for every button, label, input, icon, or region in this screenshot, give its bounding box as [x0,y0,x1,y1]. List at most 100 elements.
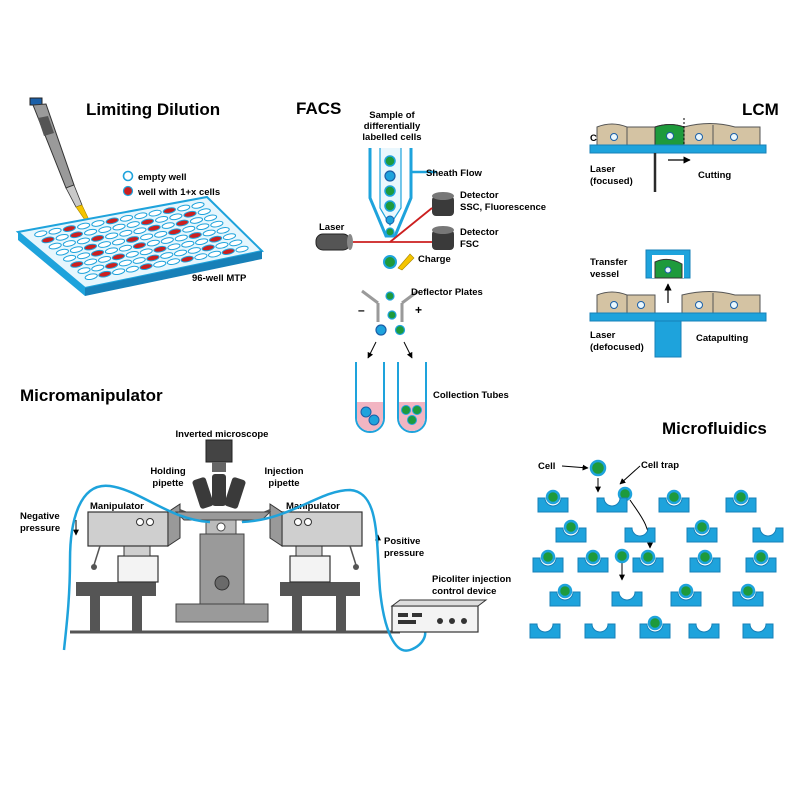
well-with-cells [208,235,223,243]
empty-well [69,246,84,253]
cell-trap-icon [532,557,564,573]
empty-well [194,253,208,260]
cell-label: Cell [538,461,555,472]
empty-well [76,252,91,260]
charge-bolt-icon [397,253,415,271]
collection-tubes-label: Collection Tubes [433,390,509,401]
sample-label-line3: labelled cells [362,132,421,143]
plate-label: 96-well MTP [192,273,247,284]
facs-laser-label: Laser [319,222,345,233]
cell-trap-icon [742,623,774,639]
cell-trap-icon [584,623,616,639]
empty-well [84,228,98,236]
holding-line1: Holding [150,466,186,477]
empty-well [112,268,126,276]
trapped-cell [666,489,682,505]
empty-well [189,217,204,224]
detector-ssc-icon [432,192,454,216]
empty-well [63,254,77,262]
empty-well [140,233,154,241]
trapped-cell [647,615,663,631]
empty-well [182,225,196,233]
lcm-title: LCM [742,100,779,119]
empty-well [216,227,230,234]
microfluidics-panel: Microfluidics Cell Cell trap [529,419,784,639]
well-with-cells [111,253,126,261]
multiwell-plate-icon [15,195,265,296]
empty-well [196,223,210,231]
empty-well [191,202,205,209]
cell-trap-icon [632,557,664,573]
charge-label: Charge [418,254,451,265]
micromanipulator-title: Micromanipulator [20,386,163,405]
trapped-cell [563,519,579,535]
cell-trap-icon [725,497,757,513]
empty-well [104,247,119,255]
detector2-line1: Detector [460,227,499,238]
cell-trap-label: Cell trap [641,460,679,471]
empty-well [187,247,201,254]
well-with-cells [69,231,83,239]
empty-well [146,239,160,247]
empty-well [125,265,139,273]
empty-well [77,222,91,230]
empty-well [91,220,105,227]
lcm-panel: LCM Cells Laser (focused) Cutting Transf… [589,100,779,358]
empty-well [181,240,195,248]
well-with-cells [132,242,146,249]
empty-well [55,248,69,256]
legend-well-with-cells: well with 1+x cells [137,187,220,198]
detector-fsc-icon [432,226,454,250]
sample-label-line2: differentially [364,121,421,132]
cell-trap-icon [555,527,587,543]
cell-trap-icon [689,557,721,573]
empty-well [48,227,62,235]
trapped-cell [694,519,710,535]
empty-well [77,267,91,274]
laser-icon [315,233,353,251]
limiting-dilution-title: Limiting Dilution [86,100,220,119]
positive-line1: Positive [384,536,420,547]
cell-trap-array [529,489,784,639]
well-with-cells [83,243,98,251]
sample-label-line1: Sample of [369,110,415,121]
legend-empty-well: empty well [138,172,187,183]
trapped-cell [740,583,756,599]
well-with-cells [62,225,76,232]
detector1-line1: Detector [460,190,499,201]
manipulator-right-label: Manipulator [286,501,340,512]
well-with-cells [183,210,197,218]
cell-trap-icon [670,591,702,607]
empty-well [166,258,181,266]
trapped-cell [545,489,561,505]
empty-well [98,226,112,233]
cell-trap-icon [611,591,643,607]
injection-line1: Injection [264,466,303,477]
manipulator-icon [87,503,211,583]
cell-trap-icon [549,591,581,607]
empty-well [111,238,126,246]
empty-well [132,257,146,264]
cell-trap-icon [752,527,784,543]
cutting-label: Cutting [698,170,731,181]
plus-sign: + [415,303,422,317]
trapped-cell [678,583,694,599]
well-with-cells [147,224,161,232]
detector2-line2: FSC [460,239,479,250]
trapped-cell [557,583,573,599]
cell-trap-icon [658,497,690,513]
well-with-cells [168,228,182,236]
empty-well [173,249,188,257]
manipulator-left-label: Manipulator [90,501,144,512]
empty-well [97,241,112,248]
well-with-cells [98,270,112,278]
deflector-plates-label: Deflector Plates [411,287,483,298]
empty-well [215,242,229,249]
cell-trap-icon [529,623,561,639]
laser-defocused-line2: (defocused) [590,342,644,353]
transfer-line1: Transfer [590,257,628,268]
empty-well [84,273,98,281]
cell-trap-icon [596,497,628,513]
empty-well [119,214,134,222]
empty-well [105,232,119,240]
